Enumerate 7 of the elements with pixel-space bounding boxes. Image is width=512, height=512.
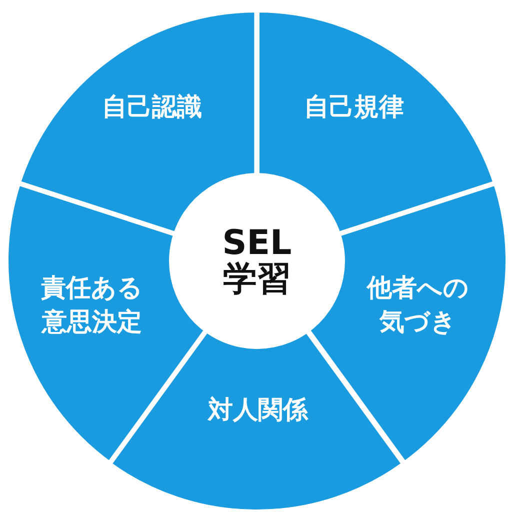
segment-label: 対人関係 — [206, 394, 310, 426]
segment-label: 自己認識 — [100, 91, 203, 123]
segment-label: 他者への気づき — [365, 272, 470, 338]
segment-label: 自己規律 — [303, 91, 405, 123]
center-title: 学習 — [223, 261, 291, 297]
center-title: SEL — [222, 225, 292, 261]
segment-label: 責任ある意思決定 — [40, 272, 144, 338]
